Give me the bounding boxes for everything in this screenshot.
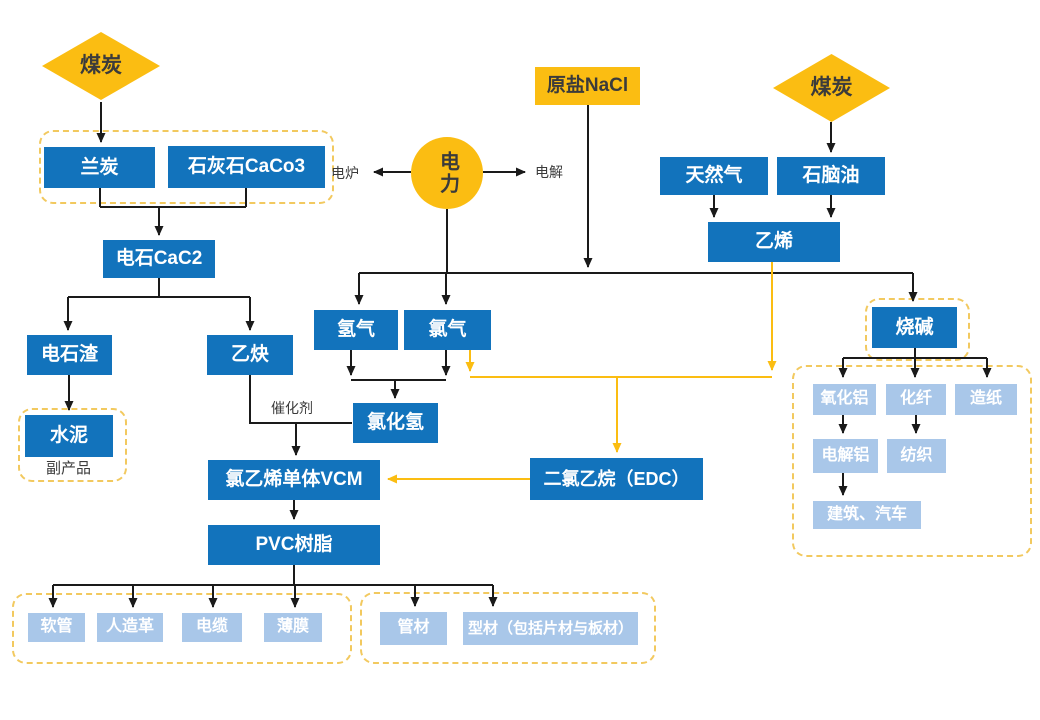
node-cement: 水泥 — [25, 415, 113, 457]
group-pvc-applications-right — [360, 592, 656, 664]
node-alumina: 氧化铝 — [813, 384, 876, 415]
group-coke-limestone — [39, 130, 334, 204]
node-electric-power: 电力 — [411, 137, 483, 209]
node-pipe: 管材 — [380, 612, 447, 645]
node-textile: 纺织 — [887, 439, 946, 473]
node-chlorine: 氯气 — [404, 310, 491, 350]
label-catalyst: 催化剂 — [271, 400, 313, 416]
node-caustic-soda: 烧碱 — [872, 307, 957, 348]
node-pvc-resin: PVC树脂 — [208, 525, 380, 565]
node-chemical-fiber: 化纤 — [886, 384, 946, 415]
node-naphtha: 石脑油 — [777, 157, 885, 195]
label-electric-furnace: 电炉 — [331, 165, 359, 181]
flow-edge — [249, 375, 352, 424]
group-caustic-applications — [792, 365, 1032, 557]
node-semi-coke: 兰炭 — [44, 147, 155, 188]
node-construction-auto: 建筑、汽车 — [813, 501, 921, 529]
node-papermaking: 造纸 — [955, 384, 1017, 415]
node-ethylene: 乙烯 — [708, 222, 840, 262]
node-edc: 二氯乙烷（EDC） — [530, 458, 703, 500]
label-electrolysis: 电解 — [535, 164, 563, 180]
node-hose: 软管 — [28, 613, 85, 642]
node-hydrogen: 氢气 — [314, 310, 398, 350]
node-electrolytic-aluminum: 电解铝 — [813, 439, 878, 473]
group-pvc-applications-left — [12, 593, 352, 664]
label-byproduct: 副产品 — [46, 460, 92, 477]
node-carbide-slag: 电石渣 — [27, 335, 112, 375]
node-hydrogen-chloride: 氯化氢 — [353, 403, 438, 443]
node-cable: 电缆 — [182, 613, 242, 642]
node-profile: 型材（包括片材与板材） — [463, 612, 638, 645]
node-raw-salt-nacl: 原盐NaCl — [535, 67, 640, 105]
node-natural-gas: 天然气 — [660, 157, 768, 195]
group-caustic-soda — [865, 298, 970, 361]
node-acetylene: 乙炔 — [207, 335, 293, 375]
node-vcm-monomer: 氯乙烯单体VCM — [208, 460, 380, 500]
node-artificial-leather: 人造革 — [97, 613, 163, 642]
node-limestone: 石灰石CaCo3 — [168, 146, 325, 188]
node-film: 薄膜 — [264, 613, 322, 642]
node-calcium-carbide: 电石CaC2 — [103, 240, 215, 278]
